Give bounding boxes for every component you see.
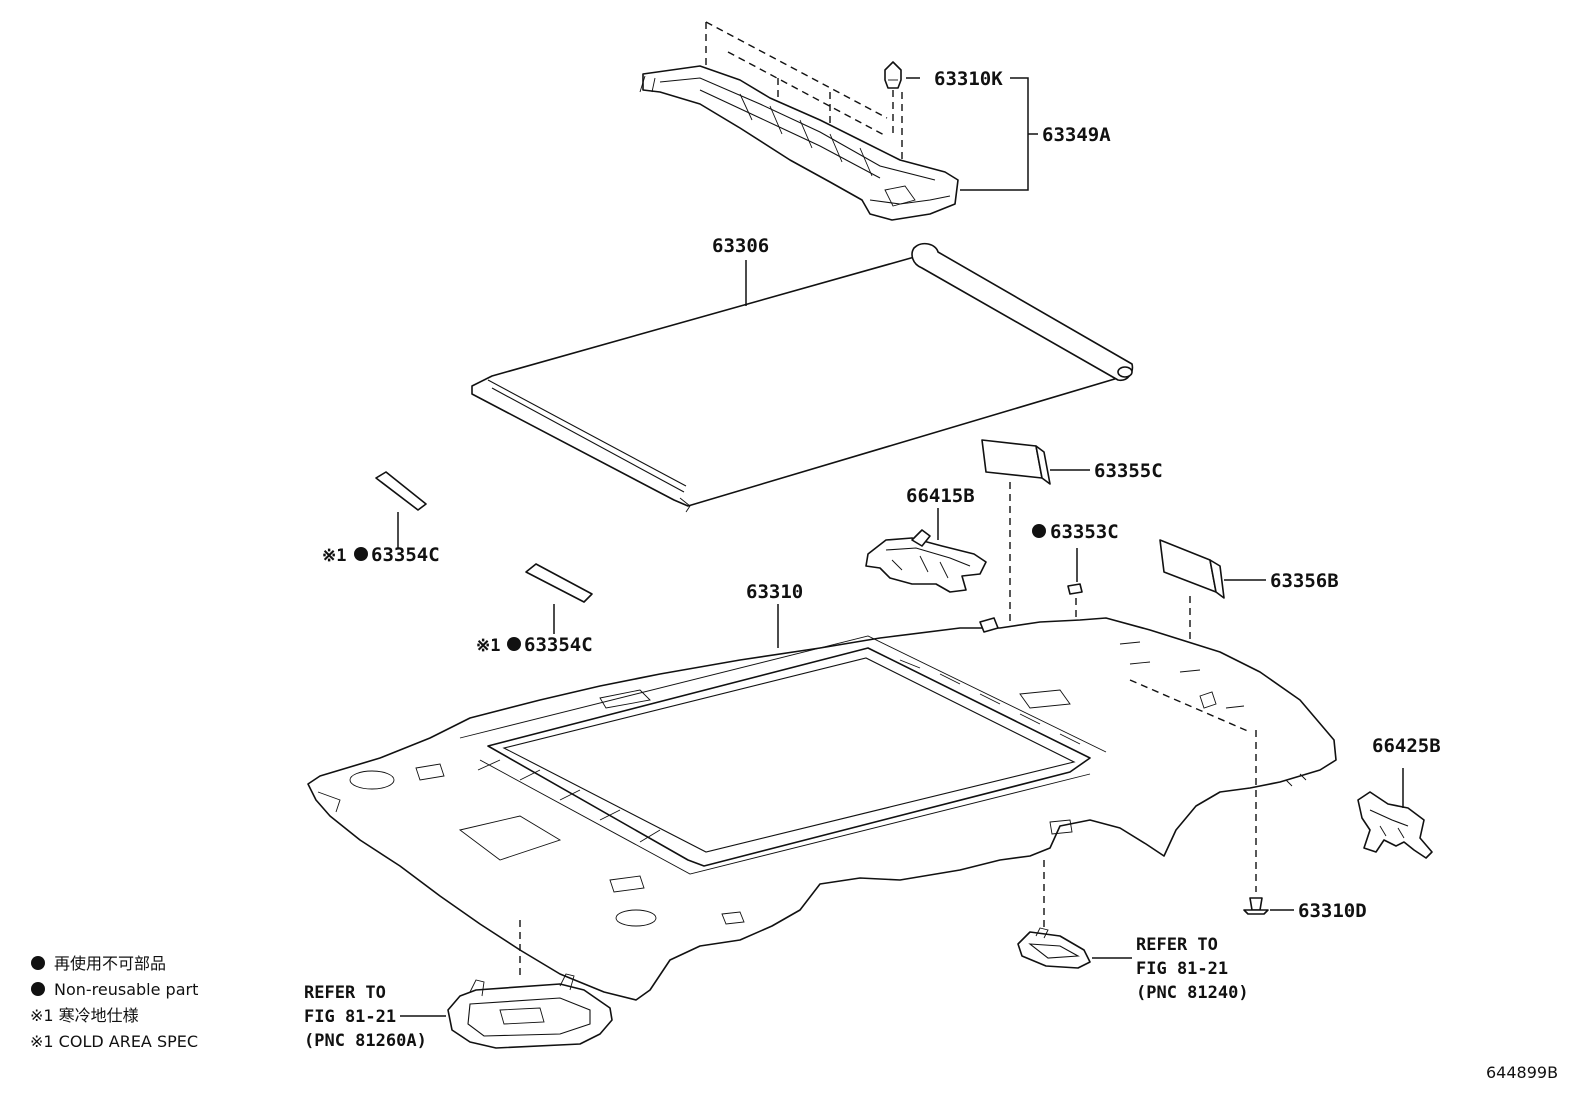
label-63349A: 63349A (1042, 124, 1111, 146)
diagram-id: 644899B (1486, 1063, 1558, 1082)
map-lamp-81260A (447, 973, 613, 1049)
nonreusable-dot-63353C (1032, 524, 1046, 538)
ref-right-line1: REFER TO (1136, 935, 1218, 955)
ref-right-line2: FIG 81-21 (1136, 959, 1228, 979)
bracket-66415B (865, 529, 987, 593)
legend-nonreusable-en: Non-reusable part (54, 980, 198, 999)
label-66425B: 66425B (1372, 735, 1441, 757)
bracket-63349A (960, 77, 1029, 191)
bracket-66425B (1357, 791, 1433, 859)
tape-63354C-lower (525, 563, 593, 603)
cold-mark-upper: ※1 (322, 546, 346, 566)
label-63354C-lower: 63354C (524, 634, 593, 656)
legend-cold-ja: ※1 寒冷地仕様 (30, 1006, 139, 1025)
clip-63310K (884, 61, 902, 134)
label-63356B: 63356B (1270, 570, 1339, 592)
label-63310D: 63310D (1298, 900, 1367, 922)
label-63355C: 63355C (1094, 460, 1163, 482)
nonreusable-dot-63354C-lower (507, 637, 521, 651)
tape-63353C (1067, 583, 1083, 595)
ref-left-line2: FIG 81-21 (304, 1007, 396, 1027)
ref-left-line3: (PNC 81260A) (304, 1031, 427, 1051)
label-63354C-upper: 63354C (371, 544, 440, 566)
label-63306: 63306 (712, 235, 769, 257)
nonreusable-dot-63354C-upper (354, 547, 368, 561)
ref-left-line1: REFER TO (304, 983, 386, 1003)
legend-cold-en: ※1 COLD AREA SPEC (30, 1032, 198, 1051)
headliner-63310 (307, 617, 1337, 1001)
legend-nonreusable-ja: 再使用不可部品 (54, 954, 166, 973)
legend: 再使用不可部品 Non-reusable part ※1 寒冷地仕様 ※1 CO… (30, 954, 198, 1051)
label-63353C: 63353C (1050, 521, 1119, 543)
pad-63356B (1159, 539, 1225, 599)
clip-63310D (1243, 897, 1269, 915)
legend-dot-ja (31, 956, 45, 970)
room-lamp-81240 (1017, 927, 1091, 969)
front-console-63349A (639, 65, 959, 221)
label-63310: 63310 (746, 581, 803, 603)
legend-dot-en (31, 982, 45, 996)
tape-63354C-upper (375, 471, 427, 511)
ref-right-line3: (PNC 81240) (1136, 983, 1249, 1003)
label-66415B: 66415B (906, 485, 975, 507)
sunshade-63306 (471, 242, 1134, 513)
label-63310K: 63310K (934, 68, 1003, 90)
cold-mark-lower: ※1 (476, 636, 500, 656)
pad-63355C (981, 439, 1051, 485)
